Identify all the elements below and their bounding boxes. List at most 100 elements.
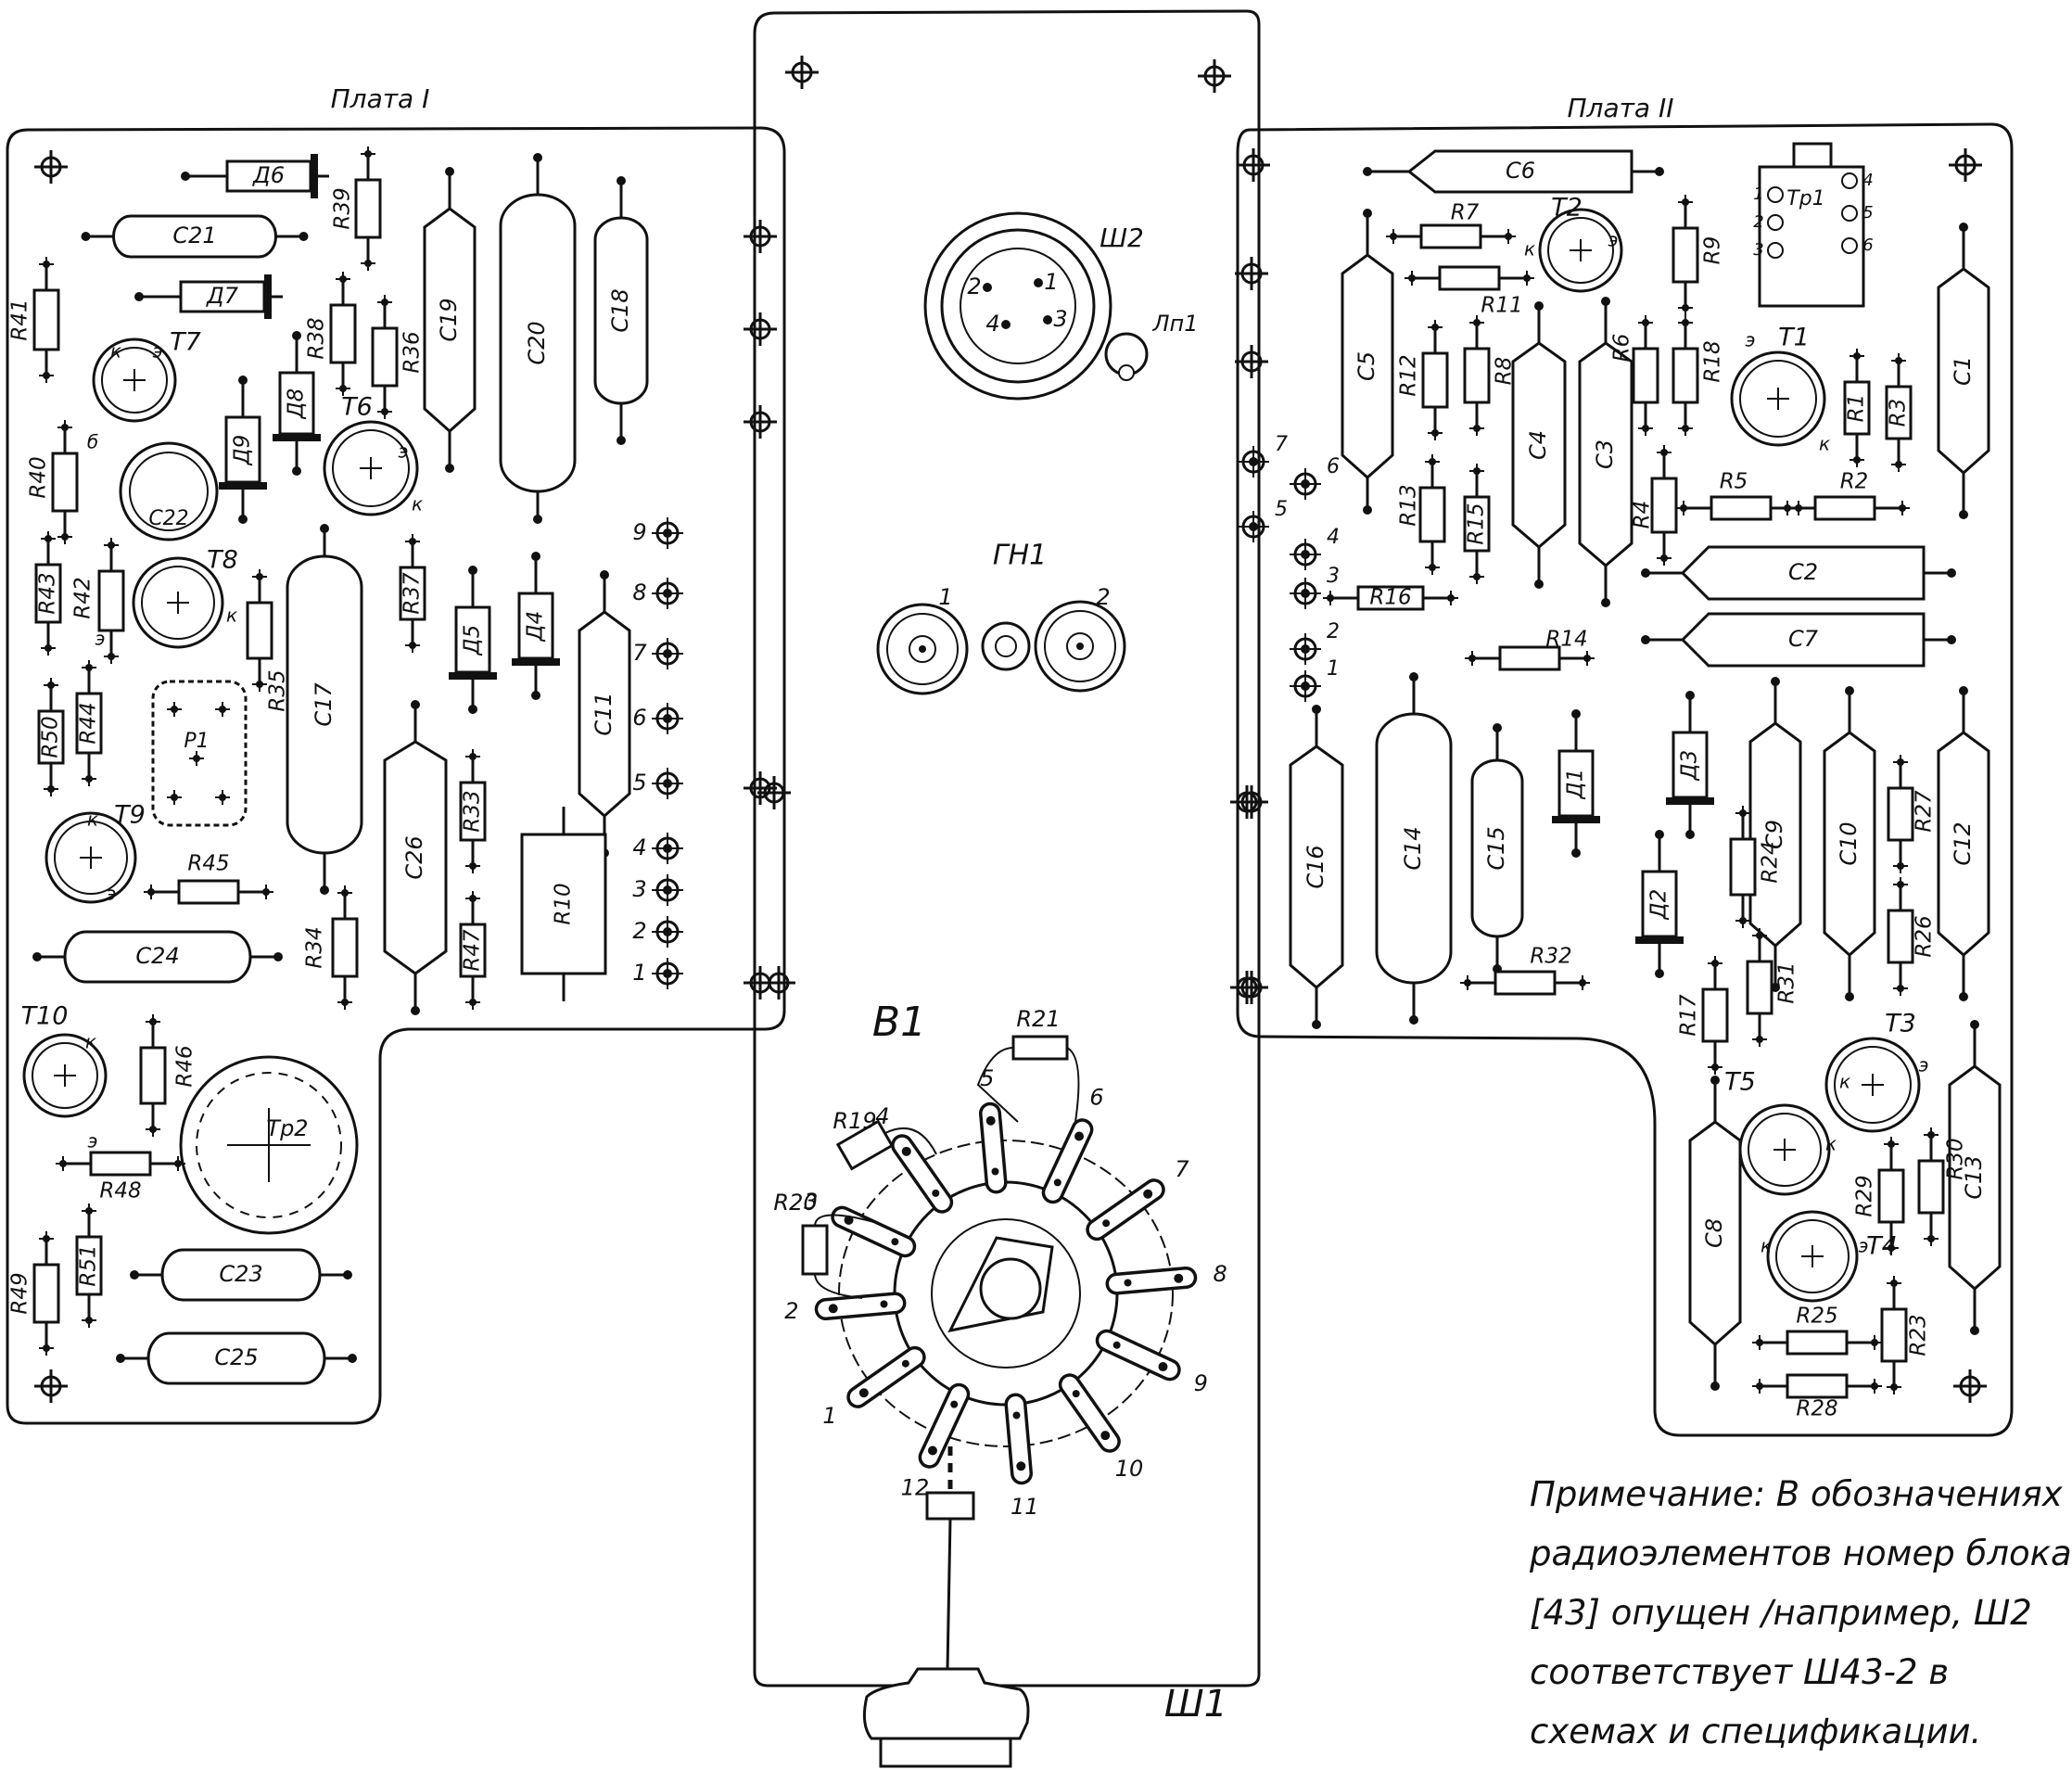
diode-band bbox=[512, 658, 560, 666]
transformer-pin bbox=[1841, 205, 1858, 222]
solder-point bbox=[901, 1146, 911, 1156]
solder-point bbox=[44, 535, 52, 542]
capacitor-label: C25 bbox=[214, 1344, 258, 1370]
resistor-body bbox=[1672, 226, 1699, 284]
transformer-pin bbox=[1767, 242, 1784, 259]
solder-point bbox=[1871, 1339, 1878, 1346]
solder-point bbox=[531, 552, 540, 561]
solder-point bbox=[828, 1304, 838, 1314]
solder-point bbox=[1363, 209, 1372, 218]
switch-position-label: 1 bbox=[822, 1403, 836, 1429]
solder-point bbox=[891, 1238, 899, 1246]
resistor-label: R32 bbox=[1530, 945, 1571, 969]
connector-pin-label: 4 bbox=[985, 311, 999, 337]
board-title: Плата II bbox=[1568, 93, 1674, 123]
pin-mark: э bbox=[1919, 1054, 1929, 1076]
capacitor-body bbox=[1375, 712, 1453, 985]
resistor-body bbox=[1498, 645, 1561, 671]
solder-point bbox=[1143, 1189, 1153, 1199]
diode-label: Д9 bbox=[231, 435, 255, 466]
diode-band bbox=[311, 154, 318, 198]
solder-point bbox=[44, 644, 52, 652]
terminal-number: 3 bbox=[632, 876, 646, 902]
resistor-label: R4 bbox=[1631, 501, 1655, 529]
solder-point bbox=[1655, 167, 1664, 176]
connector-pin-label: 3 bbox=[1053, 306, 1067, 332]
solder-point bbox=[1641, 635, 1650, 644]
capacitor-body bbox=[1511, 341, 1567, 549]
solder-point bbox=[1895, 357, 1902, 364]
solder-point bbox=[927, 1445, 937, 1456]
jack-icon bbox=[981, 621, 1031, 671]
resistor-body bbox=[1672, 347, 1699, 404]
solder-point bbox=[299, 232, 309, 241]
resistor-label: R5 bbox=[1720, 470, 1748, 494]
transistor-icon bbox=[1775, 1219, 1850, 1293]
capacitor-body bbox=[1680, 545, 1926, 601]
resistor-body bbox=[75, 692, 103, 755]
solder-point bbox=[858, 1388, 869, 1398]
solder-point bbox=[1756, 1382, 1763, 1390]
pin-mark: э bbox=[107, 883, 117, 905]
solder-point bbox=[1409, 672, 1418, 681]
capacitor-label: C6 bbox=[1506, 158, 1535, 184]
solder-point bbox=[1756, 1339, 1763, 1346]
solder-point bbox=[343, 1270, 352, 1280]
transformer-label: Тр2 bbox=[266, 1115, 308, 1141]
capacitor-label: C26 bbox=[401, 835, 427, 879]
capacitor-label: C13 bbox=[1961, 1155, 1987, 1199]
capacitor-body bbox=[1341, 253, 1394, 480]
resistor-label: R14 bbox=[1545, 628, 1587, 652]
terminal-number: 4 bbox=[632, 834, 646, 860]
solder-point bbox=[1959, 510, 1968, 519]
solder-point bbox=[469, 895, 477, 902]
lead-wire bbox=[884, 1127, 937, 1155]
solder-point bbox=[1505, 233, 1512, 240]
solder-point bbox=[1660, 554, 1668, 562]
footnote-line: [43] опущен /например, Ш2 bbox=[1530, 1593, 2032, 1633]
solder-point bbox=[1899, 504, 1906, 512]
diode-band bbox=[273, 434, 321, 441]
capacitor-label: C17 bbox=[311, 682, 337, 727]
solder-point bbox=[1158, 1362, 1168, 1372]
solder-point bbox=[1493, 723, 1502, 732]
transistor-label: T10 bbox=[21, 1002, 69, 1031]
jack-pin-label: 2 bbox=[1096, 584, 1110, 610]
capacitor-body bbox=[286, 554, 363, 855]
transistor-icon bbox=[92, 337, 177, 423]
solder-point bbox=[1327, 594, 1334, 602]
transistor-label: T1 bbox=[1778, 324, 1810, 352]
solder-point bbox=[1756, 932, 1763, 939]
solder-point bbox=[1571, 848, 1581, 858]
solder-point bbox=[81, 232, 91, 241]
solder-point bbox=[1888, 1140, 1895, 1148]
switch-position-label: 6 bbox=[1089, 1085, 1103, 1111]
knob-icon bbox=[862, 1667, 1030, 1740]
solder-point bbox=[617, 436, 626, 445]
transistor-label: T2 bbox=[1551, 194, 1583, 223]
transistor-icon bbox=[1834, 1046, 1912, 1124]
solder-point bbox=[219, 706, 226, 713]
capacitor-body bbox=[1823, 731, 1876, 958]
pin-mark: к bbox=[85, 1031, 96, 1053]
shaft bbox=[946, 1518, 952, 1670]
resistor-body bbox=[177, 879, 240, 905]
resistor-body bbox=[1786, 1373, 1849, 1399]
solder-point bbox=[348, 1354, 357, 1363]
solder-point bbox=[1523, 274, 1531, 282]
diode-label: Д5 bbox=[461, 625, 485, 656]
solder-point bbox=[238, 515, 248, 524]
resistor-label: R26 bbox=[1913, 915, 1937, 957]
pin-mark: э bbox=[1746, 329, 1756, 351]
capacitor-body bbox=[499, 193, 577, 493]
terminal-number: 6 bbox=[1327, 455, 1340, 478]
resistor-body bbox=[459, 781, 487, 842]
solder-point bbox=[339, 275, 347, 283]
switch-position-label: 8 bbox=[1213, 1261, 1227, 1287]
transistor-icon bbox=[22, 1033, 108, 1118]
solder-point bbox=[47, 785, 55, 793]
switch-hub bbox=[979, 1257, 1042, 1320]
jack-icon bbox=[886, 613, 959, 685]
